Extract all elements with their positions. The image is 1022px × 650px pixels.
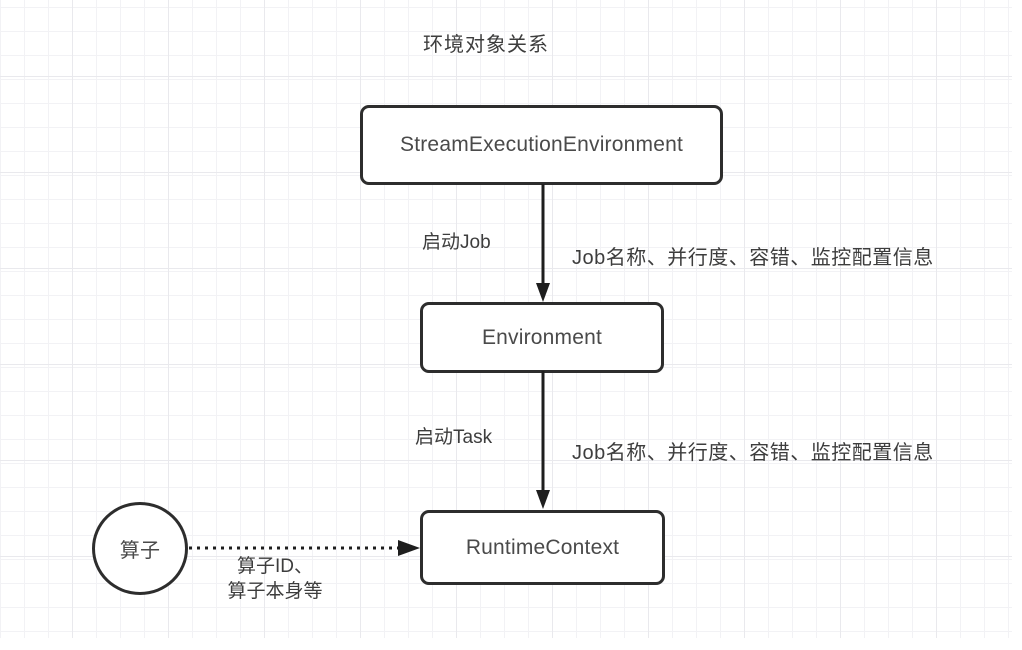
edge-label-operator-info-line1: 算子ID、 (236, 556, 313, 577)
edge-label-job-config-top: Job名称、并行度、容错、监控配置信息 (572, 247, 934, 269)
node-stream-execution-environment: StreamExecutionEnvironment (360, 105, 723, 185)
arrow-head-down-icon (536, 490, 550, 509)
arrow-head-down-icon (536, 283, 550, 302)
arrow-start-job (536, 184, 550, 302)
diagram-title: 环境对象关系 (423, 34, 549, 56)
arrow-head-right-icon (398, 540, 420, 556)
edge-label-start-job: 启动Job (422, 232, 491, 253)
edge-label-operator-info-line2: 算子本身等 (227, 581, 323, 602)
node-runtime-context-label: RuntimeContext (465, 535, 620, 559)
node-operator: 算子 (92, 502, 188, 595)
node-runtime-context: RuntimeContext (420, 510, 665, 585)
arrow-start-task (536, 371, 550, 509)
node-operator-label: 算子 (119, 540, 161, 562)
arrow-operator-to-runtime-context (189, 540, 420, 556)
node-stream-execution-environment-label: StreamExecutionEnvironment (400, 133, 683, 156)
edge-label-job-config-bottom: Job名称、并行度、容错、监控配置信息 (572, 442, 934, 464)
node-environment-label: Environment (481, 325, 603, 349)
node-environment: Environment (420, 302, 664, 373)
edge-label-operator-info: 算子ID、 算子本身等 (210, 554, 340, 604)
edge-label-start-task: 启动Task (415, 427, 493, 448)
